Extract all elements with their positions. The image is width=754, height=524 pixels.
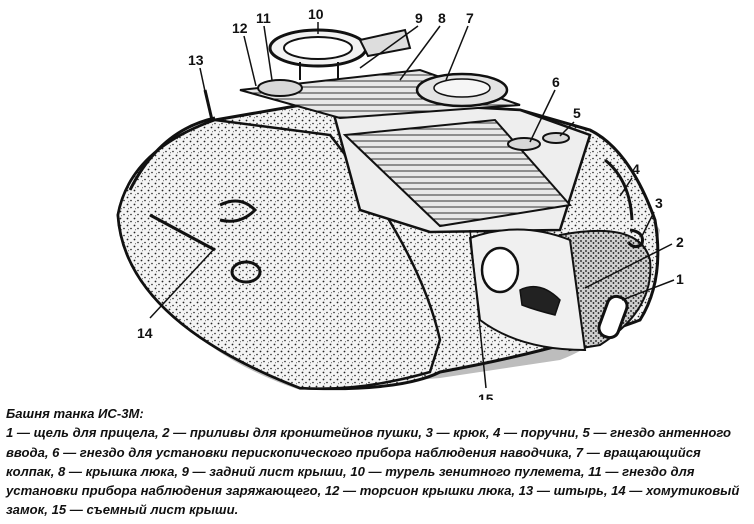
callout-8: 8 [438,10,446,26]
legend-item: 12 — торсион крышки люка, [324,483,519,499]
legend-item: 11 — гнездо для установки прибора наблюд… [6,463,695,499]
legend-item: 5 — гнездо антенного ввода, [6,425,732,460]
callout-14: 14 [137,325,153,341]
loader-sight-socket [257,79,303,97]
legend-item: 1 — щель для прицела, [6,425,163,441]
callout-4: 4 [632,161,640,177]
callout-10: 10 [308,6,324,22]
callout-1: 1 [676,271,684,287]
legend-item: 6 — гнездо для установки перископическог… [52,444,576,460]
clamp-lock [149,199,258,252]
callout-6: 6 [552,74,560,90]
legend-item: 7 — вращающийся колпак, [6,444,701,479]
legend-item: 9 — задний лист крыши, [181,463,351,479]
callout-12: 12 [232,20,248,36]
antenna-socket [542,132,570,144]
legend-item: 15 — съемный лист крыши. [51,502,239,518]
callout-11: 11 [256,10,271,26]
hook [626,228,644,249]
callout-15: 15 [478,391,494,400]
figure-caption: Башня танка ИС-3М: 1 — щель для прицела,… [6,404,750,520]
gun-bracket-boss [480,246,520,294]
callout-9: 9 [415,10,423,26]
caption-title: Башня танка ИС-3М: [6,406,144,421]
legend-item: 10 — турель зенитного пулемета, [350,463,589,479]
turret-illustration: 1 2 3 4 5 6 7 8 9 10 11 12 13 14 15 [116,6,684,400]
callout-7: 7 [466,10,474,26]
legend-item: 13 — штырь, [518,483,612,499]
legend-item: 2 — приливы для кронштейнов пушки, [162,425,426,441]
sight-slit [597,294,629,340]
grab-handle-right [604,158,634,221]
grab-handle-left [128,116,216,191]
legend-item: 14 — хомутиковый замок, [6,483,740,518]
legend-item: 8 — крышка люка, [57,463,182,479]
leader-lines [149,22,675,389]
callout-2: 2 [676,234,684,250]
legend-item: 4 — поручни, [493,425,583,441]
legend-item: 3 — крюк, [425,425,494,441]
callout-5: 5 [573,105,581,121]
callout-3: 3 [655,195,663,211]
caption-legend: 1 — щель для прицела, 2 — приливы для кр… [6,423,750,519]
gunner-periscope-socket [507,137,541,151]
callout-13: 13 [188,52,204,68]
